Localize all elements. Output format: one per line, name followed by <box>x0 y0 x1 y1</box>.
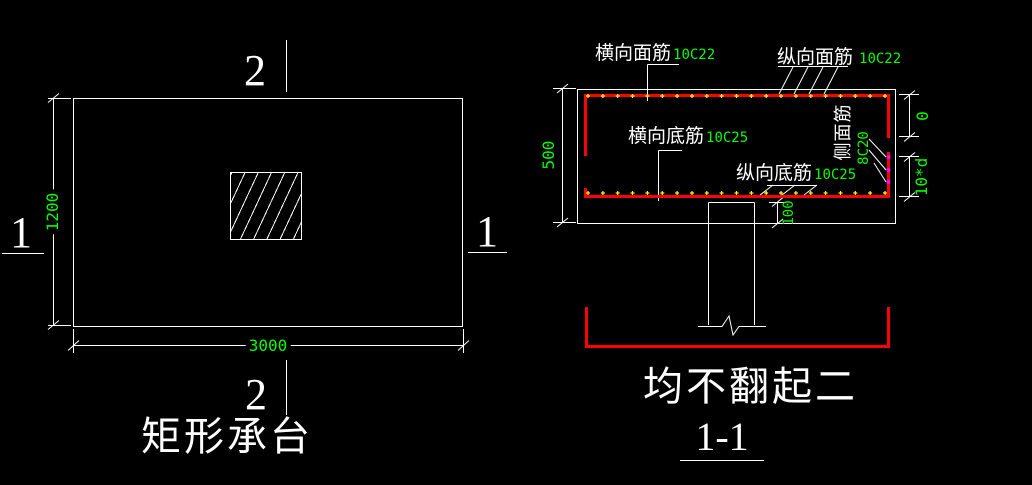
dim-10d-text: 10*d <box>912 157 931 197</box>
rebar-bottom-line <box>584 195 890 198</box>
section-name: 1-1 <box>695 414 749 459</box>
side-rebar-dot <box>886 155 891 159</box>
pile-break-symbol <box>698 314 766 337</box>
section-mark-2-top: 2 <box>244 46 266 95</box>
dim-100-text: 100 <box>781 200 797 226</box>
label-top-transverse-cn: 横向面筋 <box>595 43 672 64</box>
u-bar-right <box>887 307 890 348</box>
u-bar-left <box>585 307 588 348</box>
rebar-dots-layer <box>586 94 891 195</box>
pile-cap-plan-outline <box>73 98 463 327</box>
plan-title: 矩形承台 <box>141 415 313 459</box>
section-mark-1-left: 1 <box>10 208 32 257</box>
rebar-left-upper <box>584 94 587 156</box>
dim-500-text: 500 <box>539 140 558 170</box>
dim-0-text: 0 <box>913 111 932 121</box>
section-white-lines <box>553 64 919 461</box>
dim-10d-lines <box>899 152 919 202</box>
rebar-left-lower <box>584 188 587 198</box>
rebar-right-lower <box>887 152 890 198</box>
leader-bottom-transverse <box>658 150 682 201</box>
dim-3000-text: 3000 <box>245 338 291 354</box>
side-rebar-dot <box>886 168 891 172</box>
label-top-transverse-code: 10C22 <box>673 47 716 63</box>
label-bottom-transverse-cn: 横向底筋 <box>628 126 705 147</box>
rebar-right-upper <box>887 94 890 138</box>
dim-0-lines <box>899 90 919 142</box>
column-hatch <box>230 172 302 240</box>
section-note: 均不翻起二 <box>643 365 858 409</box>
dim-500-lines <box>553 83 576 228</box>
label-bottom-transverse-code: 10C25 <box>706 130 749 146</box>
label-top-longitudinal-code: 10C22 <box>859 51 902 67</box>
leader-top-longitudinal <box>777 66 848 97</box>
leader-side-rebar <box>868 138 887 183</box>
leader-bottom-longitudinal <box>759 184 818 196</box>
pile-cap-section-outline <box>577 89 896 224</box>
label-side-rebar-cn: 侧面筋 <box>833 103 853 161</box>
section-mark-1-right: 1 <box>476 207 498 256</box>
label-side-rebar-code: 8C20 <box>856 131 872 165</box>
dim-1200-text: 1200 <box>43 189 62 235</box>
u-bar-bottom <box>585 345 890 348</box>
label-top-longitudinal-cn: 纵向面筋 <box>777 47 854 68</box>
label-bottom-longitudinal-cn: 纵向底筋 <box>736 163 813 184</box>
rebar-cross-section-dots <box>586 94 887 195</box>
section-mark-2-bottom: 2 <box>245 370 267 419</box>
label-top-longitudinal: 纵向面筋 10C22 <box>777 48 901 67</box>
rebar-u-bar-red <box>585 307 890 348</box>
side-rebar-dot <box>886 180 891 184</box>
dim-100-lines <box>769 197 786 229</box>
label-bottom-longitudinal-code: 10C25 <box>814 167 857 183</box>
pile-outline <box>708 202 755 325</box>
